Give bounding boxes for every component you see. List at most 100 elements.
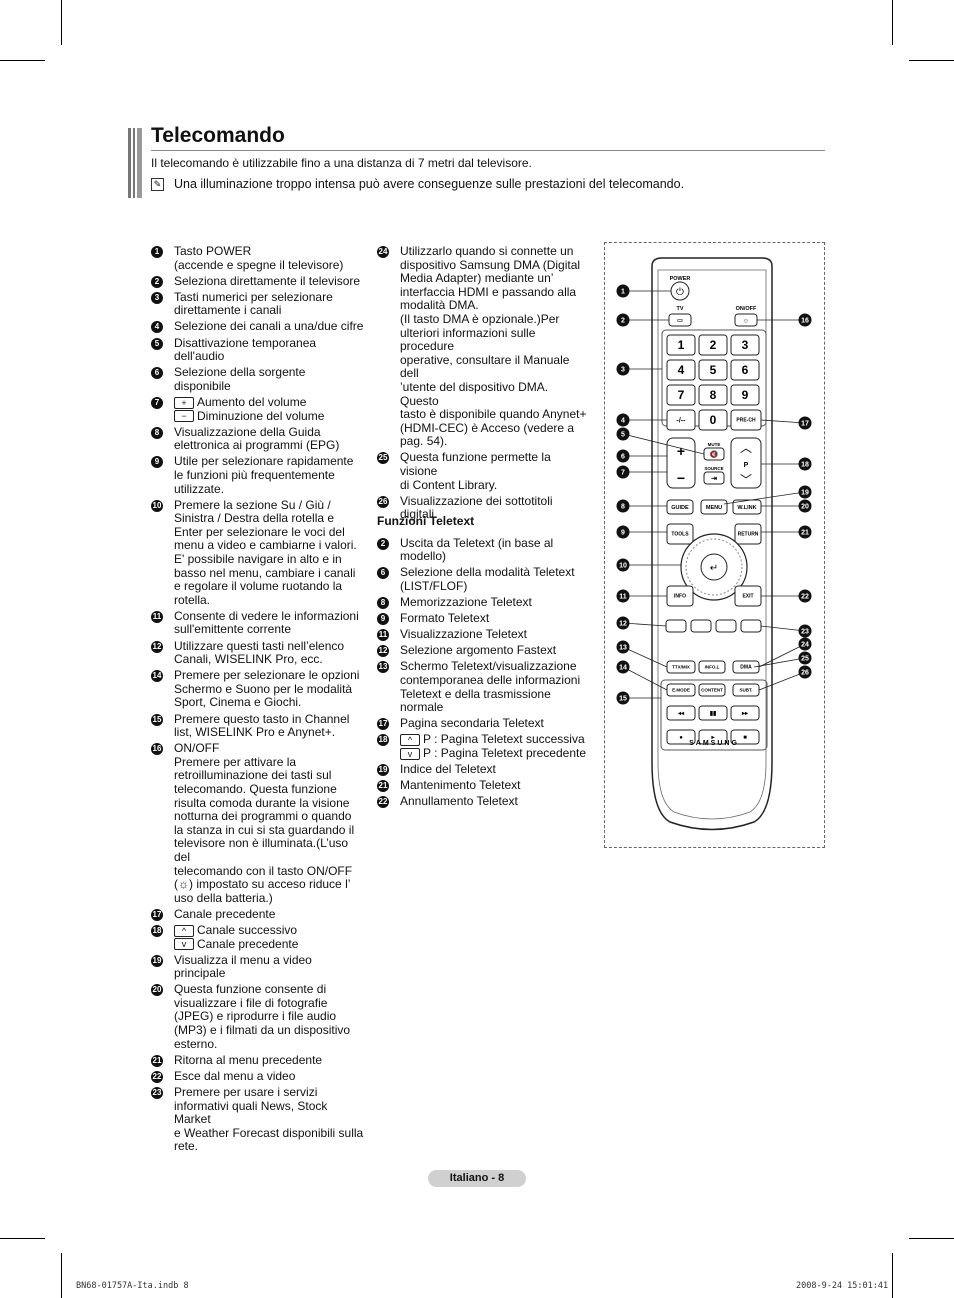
callout-number: 18 — [151, 924, 163, 937]
callout-number: 15 — [619, 696, 627, 703]
callout-number: 5 — [621, 432, 625, 439]
callout-number: 21 — [377, 780, 389, 793]
callout-dot — [616, 589, 630, 603]
callout-number: 1 — [151, 246, 163, 258]
legend-line: Disattivazione temporanea — [174, 335, 317, 350]
menu-button — [700, 499, 728, 515]
callout-number: 22 — [151, 1070, 163, 1083]
legend-line: telecomando. Questa funzione — [174, 781, 337, 796]
callout-number: 12 — [377, 645, 389, 658]
wheel-ring — [685, 538, 743, 596]
emode-button-label: E.MODE — [672, 688, 690, 693]
callout-leader — [622, 646, 668, 668]
legend-line: (accende e spegne il televisore) — [174, 257, 344, 272]
legend-line: Tasto POWER — [174, 244, 252, 258]
callout-number: 9 — [377, 613, 389, 626]
callout-number: 13 — [619, 645, 627, 652]
source-label: SOURCE — [704, 466, 723, 471]
digit-button-label: 2 — [710, 338, 717, 352]
channel-up-icon: ︿ — [740, 441, 752, 455]
legend-line: ON/OFF — [174, 741, 220, 756]
infol-button-label: INFO.L — [705, 665, 720, 670]
legend-line: dell'audio — [174, 349, 225, 364]
callout-number: 3 — [621, 367, 625, 374]
legend-line: uso della batteria.) — [174, 890, 273, 905]
legend-line: retroilluminazione dei tasti sul — [174, 768, 332, 783]
teletext-title: Funzioni Teletext — [377, 514, 475, 528]
legend-line: di Content Library. — [400, 477, 498, 492]
onoff-label: ON/OFF — [736, 306, 757, 312]
volume-down-icon: − — [677, 470, 685, 486]
callout-number: 9 — [621, 530, 625, 537]
legend-line: la stanza in cui si sta guardando il — [174, 822, 355, 837]
callout-number: 16 — [801, 318, 809, 325]
tv-button-label: ▭ — [677, 318, 683, 324]
legend-line: Questa funzione consente di — [174, 982, 327, 997]
legend-line: Visualizzazione dei sottotitoli digitali — [400, 493, 553, 522]
playback-button-label: ◂◂ — [677, 711, 685, 717]
legend-text: Visualizzazione dei sottotitoli digitali — [400, 493, 589, 522]
legend-line: (JPEG) e riprodurre i file audio — [174, 1009, 337, 1024]
legend-line: Premere la sezione Su / Giù / — [174, 497, 331, 512]
callout-dot — [798, 313, 812, 327]
callout-number: 10 — [151, 499, 163, 512]
source-button-label: ⇥ — [711, 475, 717, 482]
digit-button-label: 9 — [742, 388, 749, 402]
callout-number: 16 — [151, 743, 163, 756]
legend-line: Premere per usare i servizi — [174, 1084, 318, 1099]
enter-button — [700, 553, 728, 581]
subt-button-label: SUBT. — [739, 688, 752, 693]
legend-line: Indice del Teletext — [400, 762, 496, 776]
callout-leader — [622, 666, 668, 691]
legend-line: elettronica ai programmi (EPG) — [174, 438, 340, 453]
callout-number: 7 — [621, 470, 625, 477]
legend-line: Utilizzare questi tasti nell’elenco — [174, 638, 345, 653]
crop-mark — [61, 1253, 62, 1298]
callout-dot — [798, 651, 812, 665]
legend-line: rotella. — [174, 592, 211, 607]
legend-line: −Diminuzione del volume — [174, 409, 365, 424]
legend-text: Memorizzazione Teletext — [400, 595, 589, 610]
legend-line: Ritorna al menu precedente — [174, 1052, 323, 1067]
print-slug-left: BN68-01757A-Ita.indb 8 — [76, 1281, 189, 1291]
info-button-label: INFO — [674, 594, 686, 600]
button-glyph-icon: ^ — [400, 734, 420, 747]
callout-dot — [616, 284, 630, 298]
digit-button-label: 5 — [710, 363, 717, 377]
digit-button-label: 4 — [678, 363, 685, 377]
callout-number: 22 — [377, 796, 389, 809]
power-icon: ⏻ — [676, 287, 684, 298]
digit-button — [698, 334, 728, 356]
digit-button — [666, 334, 696, 356]
legend-line: Premere questo tasto in Channel — [174, 711, 350, 726]
callout-dot — [616, 525, 630, 539]
legend-line: normale — [400, 700, 444, 715]
playback-button — [730, 729, 760, 745]
callout-number: 4 — [621, 418, 625, 425]
legend-line: ulteriori informazioni sulle procedure — [400, 325, 536, 354]
digit-button — [730, 359, 760, 381]
legend-line: Utilizzarlo quando si connette un — [400, 244, 574, 258]
legend-line: E' possibile navigare in alto e in — [174, 551, 342, 566]
playback-button-label: ■ — [743, 735, 747, 741]
callout-dot — [616, 640, 630, 654]
